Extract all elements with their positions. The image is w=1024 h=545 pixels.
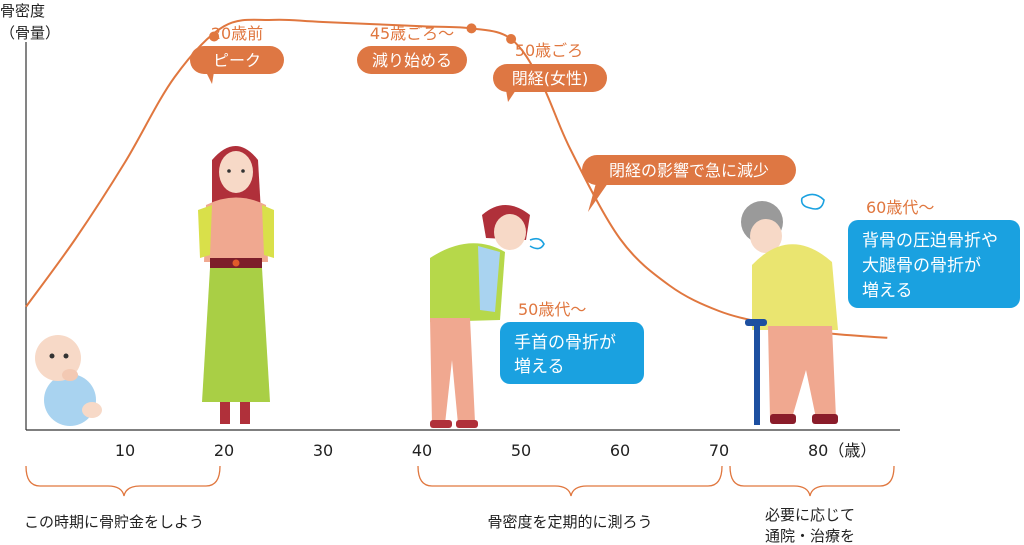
spine-fracture-note: 60歳代〜 背骨の圧迫骨折や 大腿骨の骨折が 増える <box>848 198 1020 308</box>
phase-brace-treatment <box>729 465 895 497</box>
phase-label-childhood: この時期に骨貯金をしよう <box>24 513 204 531</box>
x-tick-label: 10 <box>115 441 135 460</box>
wrist-note-age: 50歳代〜 <box>518 300 586 319</box>
marker-menopause <box>506 34 517 44</box>
phase-label-treatment-line1: 必要に応じて <box>765 506 855 524</box>
callout-decline-label: 減り始める <box>372 51 452 70</box>
callout-menopause-age: 50歳ごろ <box>515 41 583 60</box>
phase-label-treatment-line2: 通院・治療を <box>765 527 855 545</box>
callout-menopause-label: 閉経(女性) <box>512 69 589 88</box>
marker-peak <box>209 31 220 42</box>
baby-illustration <box>35 335 102 426</box>
marker-decline-start <box>466 23 477 34</box>
callout-peak-label: ピーク <box>213 51 261 70</box>
x-tick-label: 40 <box>412 441 432 460</box>
wrist-note-line2: 増える <box>514 357 565 377</box>
phase-brace-measure <box>417 465 723 497</box>
phase-label-measure: 骨密度を定期的に測ろう <box>487 513 652 531</box>
callout-peak-age: 20歳前 <box>211 24 263 43</box>
y-axis-title-line2: （骨量） <box>0 24 60 42</box>
y-axis-title-line1: 骨密度 <box>0 2 45 20</box>
x-tick-label: 20 <box>214 441 234 460</box>
callout-peak: 20歳前 ピーク <box>190 24 284 84</box>
bending-woman-illustration <box>430 205 545 428</box>
x-tick-label: 60 <box>610 441 630 460</box>
callout-menopause: 50歳ごろ 閉経(女性) <box>493 41 607 102</box>
wrist-fracture-note: 50歳代〜 手首の骨折が 増える <box>500 300 644 384</box>
spine-note-line1: 背骨の圧迫骨折や <box>862 231 998 251</box>
callout-rapid-decline: 閉経の影響で急に減少 <box>582 155 796 212</box>
callout-decline-start: 45歳ごろ〜 減り始める <box>357 24 467 74</box>
spine-note-line3: 増える <box>862 281 913 301</box>
elderly-woman-illustration <box>741 193 838 425</box>
phase-brace-childhood <box>25 465 221 497</box>
x-tick-label: 80（歳） <box>808 441 876 460</box>
wrist-note-line1: 手首の骨折が <box>514 333 616 353</box>
x-tick-label: 30 <box>313 441 333 460</box>
callout-rapid-decline-label: 閉経の影響で急に減少 <box>609 161 769 180</box>
spine-note-age: 60歳代〜 <box>866 198 934 217</box>
spine-note-line2: 大腿骨の骨折が <box>862 256 981 276</box>
callout-decline-age: 45歳ごろ〜 <box>370 24 454 43</box>
x-tick-label: 50 <box>511 441 531 460</box>
x-tick-label: 70 <box>709 441 729 460</box>
young-woman-illustration <box>198 146 274 424</box>
